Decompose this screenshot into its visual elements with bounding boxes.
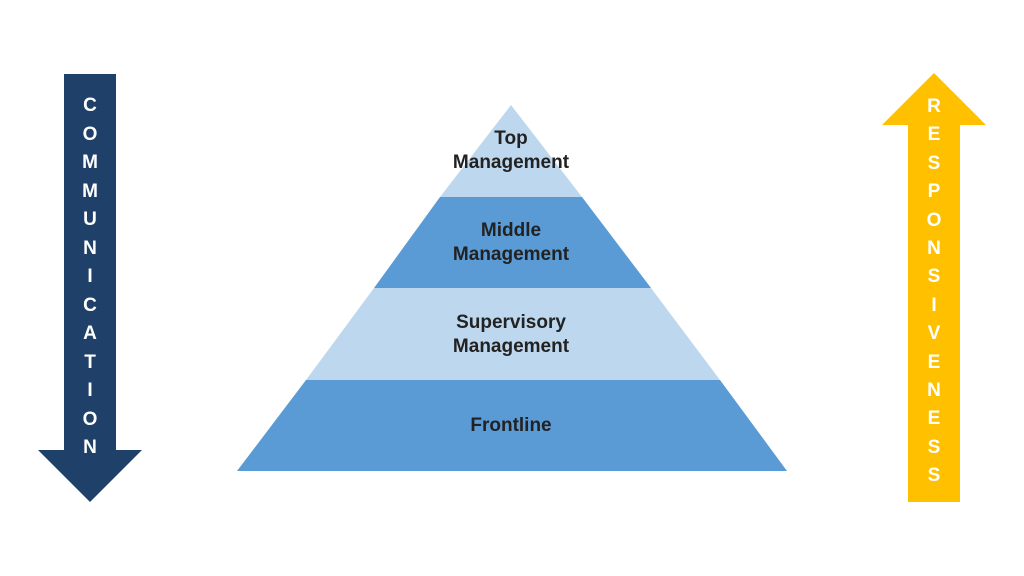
level-label-line1: Middle [480, 220, 542, 241]
arrow-letter: S [927, 152, 941, 174]
arrow-letter: S [927, 266, 941, 288]
arrow-letter: I [931, 294, 937, 316]
arrow-letter: U [83, 209, 97, 230]
pyramid-level-middle [374, 197, 651, 288]
arrow-letter: E [927, 351, 941, 373]
arrow-letter: M [82, 152, 98, 173]
arrow-letter: V [927, 323, 941, 345]
arrow-letter: O [82, 123, 98, 145]
level-label-line1: Supervisory [456, 312, 566, 333]
level-label-line1: Frontline [470, 415, 552, 436]
arrow-letter: M [82, 180, 98, 202]
arrow-letter: R [927, 96, 941, 117]
arrow-letter: S [927, 465, 941, 487]
level-label-line2: Management [452, 244, 570, 265]
arrow-letter: P [927, 181, 941, 203]
arrow-letter: C [83, 95, 97, 116]
level-label-line2: Management [452, 152, 570, 173]
arrow-letter: O [82, 408, 98, 430]
pyramid-label-frontline: Frontline [0, 413, 1023, 439]
pyramid-label-top: Top Management [0, 126, 1023, 176]
arrow-letter: E [927, 408, 941, 430]
arrow-letter: O [926, 209, 942, 231]
arrow-letter: E [927, 124, 941, 146]
communication-arrow [38, 74, 142, 502]
pyramid-label-middle: Middle Management [0, 218, 1023, 268]
pyramid-level-top [440, 105, 582, 197]
arrow-letter: N [83, 437, 97, 458]
arrow-letter: N [927, 238, 941, 260]
arrow-letter: T [84, 351, 96, 373]
arrow-letter: I [87, 266, 93, 287]
pyramid-level-supervisory [306, 288, 720, 380]
arrow-letter: S [927, 436, 941, 458]
arrow-letter: I [87, 380, 93, 401]
level-label-line1: Top [494, 128, 528, 149]
arrow-letter: N [83, 237, 97, 259]
responsiveness-arrow [882, 73, 986, 502]
arrow-letter: N [927, 380, 941, 402]
pyramid-level-frontline [237, 380, 787, 471]
pyramid-label-supervisory: Supervisory Management [0, 310, 1023, 360]
level-label-line2: Management [452, 336, 570, 357]
arrow-letter: A [83, 323, 97, 344]
arrow-letter: C [83, 294, 97, 316]
